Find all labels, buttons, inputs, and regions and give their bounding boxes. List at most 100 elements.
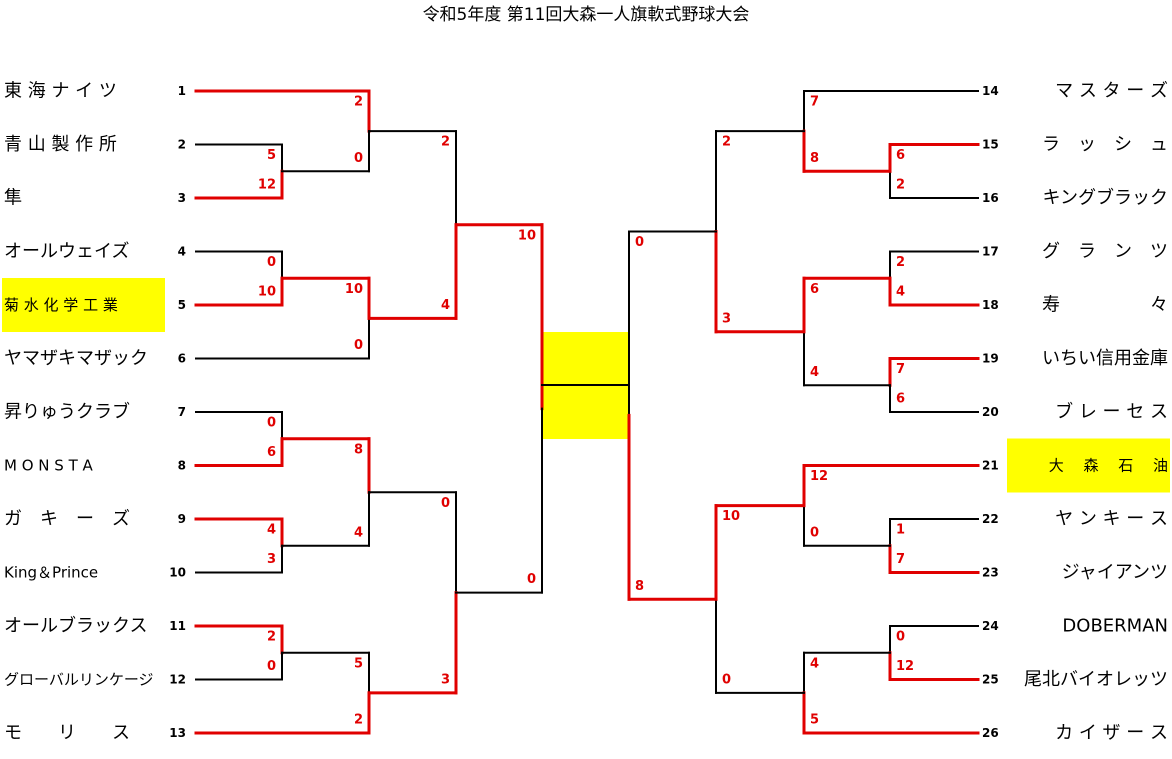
game-score: 4 xyxy=(441,298,450,313)
champion-highlight-left xyxy=(2,278,165,332)
team-seed: 2 xyxy=(178,138,186,152)
game-score: 4 xyxy=(267,523,276,538)
team-seed: 23 xyxy=(982,566,999,580)
game-score: 4 xyxy=(810,365,819,380)
team-name: ラ ッ シ ュ xyxy=(1042,134,1168,155)
game-score: 7 xyxy=(896,552,905,567)
game-score: 10 xyxy=(345,282,363,297)
team-name: マ ス タ ー ズ xyxy=(1055,81,1168,102)
team-seed: 4 xyxy=(178,245,186,259)
game-score: 2 xyxy=(896,255,905,270)
game-score: 2 xyxy=(441,135,450,150)
team-name: カ イ ザ ー ス xyxy=(1055,723,1168,744)
tournament-title: 令和5年度 第11回大森一人旗軟式野球大会 xyxy=(423,5,750,25)
game-score: 0 xyxy=(354,338,363,353)
game-score: 1 xyxy=(896,523,905,538)
bracket-labels: 東 海 ナ イ ツ 1 青 山 製 作 所 2 隼 3 オールウェイズ 4 菊 水 化 学 工 … xyxy=(4,81,1168,744)
game-score: 10 xyxy=(722,509,740,524)
team-seed: 25 xyxy=(982,673,999,687)
team-name: オールブラックス xyxy=(4,615,147,637)
team-name: 青 山 製 作 所 xyxy=(4,134,117,155)
game-score: 7 xyxy=(810,95,819,110)
team-name: グ ラ ン ツ xyxy=(1042,241,1168,262)
game-score: 8 xyxy=(635,579,644,594)
team-seed: 20 xyxy=(982,405,999,419)
game-score: 0 xyxy=(354,151,363,166)
game-score: 6 xyxy=(896,392,905,407)
team-name: グローバルリンケージ xyxy=(4,671,154,689)
champion-highlight-right xyxy=(1007,438,1170,493)
team-name: モ リ ス xyxy=(4,723,130,744)
team-name: ブ レ ー セ ス xyxy=(1055,401,1168,423)
game-score: 0 xyxy=(441,496,450,511)
team-name: 菊 水 化 学 工 業 xyxy=(4,296,118,314)
game-score: 5 xyxy=(810,713,819,728)
team-seed: 13 xyxy=(169,726,186,740)
game-score: 6 xyxy=(896,148,905,163)
team-seed: 9 xyxy=(178,512,186,526)
game-score: 5 xyxy=(354,656,363,671)
game-score: 3 xyxy=(441,672,450,687)
game-score: 6 xyxy=(810,282,819,297)
game-score: 2 xyxy=(354,713,363,728)
game-score: 0 xyxy=(810,525,819,540)
game-score: 5 xyxy=(267,148,276,163)
team-name: DOBERMAN xyxy=(1062,616,1168,637)
game-score: 0 xyxy=(896,630,905,645)
team-name: ガ キ ー ズ xyxy=(4,509,130,530)
team-name: ヤ ン キ ー ス xyxy=(1055,509,1168,530)
team-seed: 24 xyxy=(982,619,999,633)
game-score: 8 xyxy=(354,442,363,457)
game-score: 8 xyxy=(810,151,819,166)
game-score: 12 xyxy=(810,469,828,484)
game-score: 12 xyxy=(258,178,276,193)
game-score: 0 xyxy=(635,235,644,250)
team-name: 大 森 石 油 xyxy=(1049,457,1168,475)
team-seed: 17 xyxy=(982,245,999,259)
game-score: 2 xyxy=(267,630,276,645)
team-name: オールウェイズ xyxy=(4,241,129,262)
game-score: 0 xyxy=(722,672,731,687)
team-name: 寿 々 xyxy=(1042,295,1168,316)
team-seed: 12 xyxy=(169,673,186,687)
game-score: 0 xyxy=(267,659,276,674)
team-seed: 11 xyxy=(169,619,186,633)
game-score: 2 xyxy=(722,135,731,150)
game-score: 0 xyxy=(527,572,536,587)
team-seed: 18 xyxy=(982,298,999,312)
team-seed: 5 xyxy=(178,298,186,312)
game-score: 10 xyxy=(258,285,276,300)
game-score: 0 xyxy=(267,255,276,270)
game-score: 0 xyxy=(267,416,276,431)
team-name: King＆Prince xyxy=(4,564,98,582)
team-seed: 1 xyxy=(178,84,186,98)
team-seed: 16 xyxy=(982,191,999,205)
team-seed: 7 xyxy=(178,405,186,419)
team-seed: 22 xyxy=(982,512,999,526)
team-seed: 21 xyxy=(982,459,999,473)
team-name: ジャイアンツ xyxy=(1062,562,1168,583)
game-score: 6 xyxy=(267,445,276,460)
team-seed: 10 xyxy=(169,566,186,580)
team-seed: 15 xyxy=(982,138,999,152)
team-name: 隼 xyxy=(4,188,22,209)
game-score: 7 xyxy=(896,362,905,377)
game-score: 3 xyxy=(267,552,276,567)
team-seed: 8 xyxy=(178,459,186,473)
game-score: 3 xyxy=(722,311,731,326)
team-name: いちい信用金庫 xyxy=(1042,348,1168,369)
game-score: 2 xyxy=(354,95,363,110)
team-seed: 6 xyxy=(178,352,186,366)
team-name: キングブラック xyxy=(1043,187,1168,209)
team-name: ヤマザキマザック xyxy=(4,348,148,369)
team-seed: 3 xyxy=(178,191,186,205)
game-score: 12 xyxy=(896,659,914,674)
team-name: 尾北バイオレッツ xyxy=(1024,669,1168,690)
team-seed: 19 xyxy=(982,352,999,366)
team-name: 昇りゅうクラブ xyxy=(4,401,130,423)
team-name: 東 海 ナ イ ツ xyxy=(4,81,117,102)
game-score: 2 xyxy=(896,178,905,193)
team-seed: 26 xyxy=(982,726,999,740)
game-score: 10 xyxy=(518,228,536,243)
